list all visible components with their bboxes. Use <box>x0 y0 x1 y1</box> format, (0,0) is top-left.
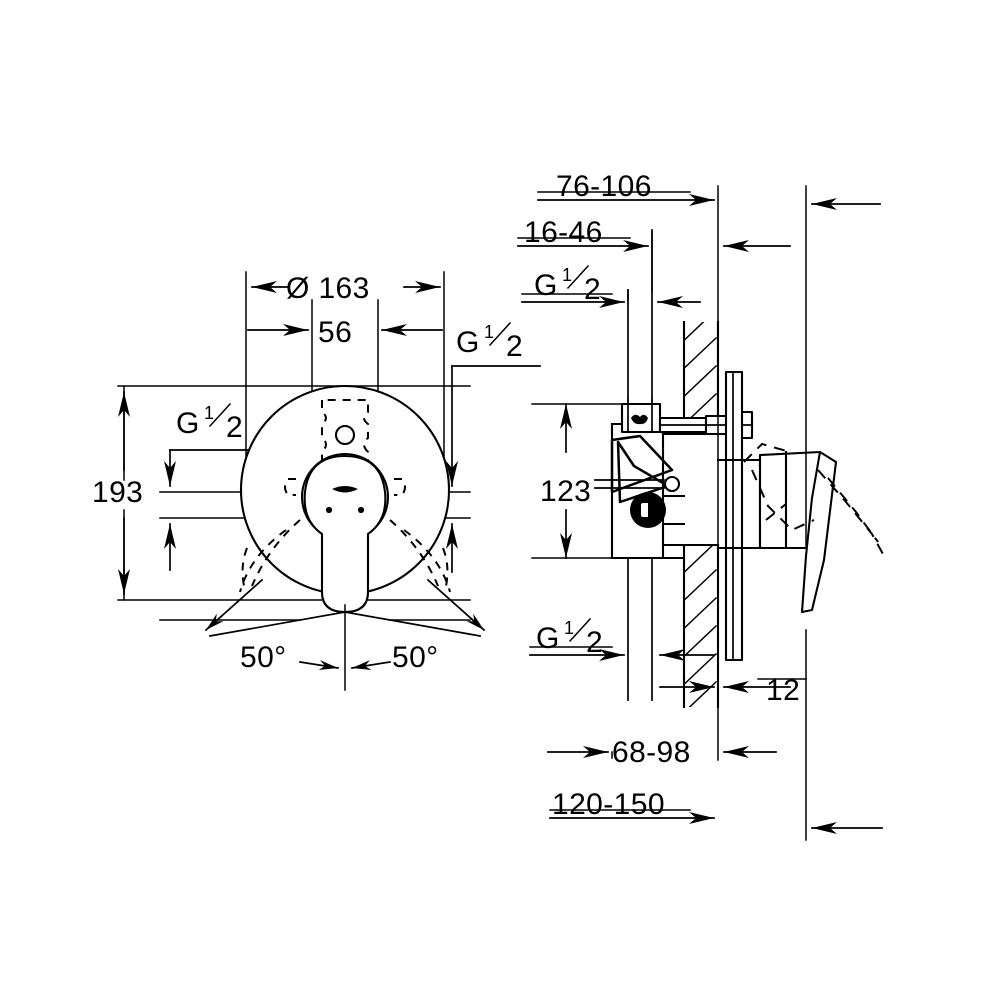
lever-ghost-position <box>743 442 885 557</box>
thread-num-sb: 1 <box>564 618 574 638</box>
detail-dot-left <box>325 506 333 514</box>
thread-den-fl: 2 <box>226 411 243 444</box>
thread-g-letter-fr: G <box>456 326 480 359</box>
thread-num-fl: 1 <box>204 403 214 423</box>
dim-label-123: 123 <box>540 475 591 508</box>
hidden-wing-right <box>394 478 406 496</box>
dim-label-56: 56 <box>318 316 352 349</box>
dim-label-68-98: 68-98 <box>612 736 691 769</box>
cartridge-screw-hole <box>334 424 356 446</box>
angle-leaders <box>159 578 486 691</box>
thread-leader-right <box>446 365 541 573</box>
dim-label-diameter-163: Ø 163 <box>286 272 370 305</box>
dim-label-12: 12 <box>766 674 800 707</box>
rough-in-body <box>610 229 686 701</box>
side-section-view-group: 76-106 16-46 G 1 2 123 G 1 2 12 68-98 12… <box>517 170 885 841</box>
swivel-arcs <box>239 519 451 593</box>
detail-dot-right <box>357 506 365 514</box>
thread-label-side-bottom: G 1 2 <box>536 617 603 659</box>
thread-g-letter-fl: G <box>176 407 200 440</box>
dim-label-193: 193 <box>92 476 143 509</box>
handle-lever-side <box>743 442 885 614</box>
angle-label-right: 50° <box>392 641 439 674</box>
dim-label-76-106: 76-106 <box>556 170 652 203</box>
thread-g-letter-sb: G <box>536 622 560 655</box>
side-view-dim-lines <box>517 185 883 841</box>
wall-section <box>661 320 720 709</box>
diverter-mechanism <box>594 434 686 528</box>
thread-den-fr: 2 <box>506 330 523 363</box>
thread-num-fr: 1 <box>484 322 494 342</box>
hidden-wing-left <box>284 478 296 496</box>
thread-g-letter-st: G <box>534 269 558 302</box>
thread-den-st: 2 <box>584 273 601 306</box>
thread-label-side-top: G 1 2 <box>534 264 601 306</box>
dim-label-16-46: 16-46 <box>524 216 603 249</box>
indicator-slot <box>332 486 358 493</box>
thread-den-sb: 2 <box>586 626 603 659</box>
dim-label-120-150: 120-150 <box>552 788 665 821</box>
hidden-cartridge-outline <box>321 399 369 469</box>
thread-label-front-left: G 1 2 <box>176 402 243 444</box>
front-view-group: Ø 163 56 193 G 1 2 G 1 2 50° 50° <box>92 271 541 691</box>
inlet-fitting-top <box>620 402 662 434</box>
angle-label-left: 50° <box>240 641 287 674</box>
thread-label-front-right: G 1 2 <box>456 321 523 363</box>
thread-num-st: 1 <box>562 265 572 285</box>
escutcheon-plate-side <box>724 370 744 662</box>
